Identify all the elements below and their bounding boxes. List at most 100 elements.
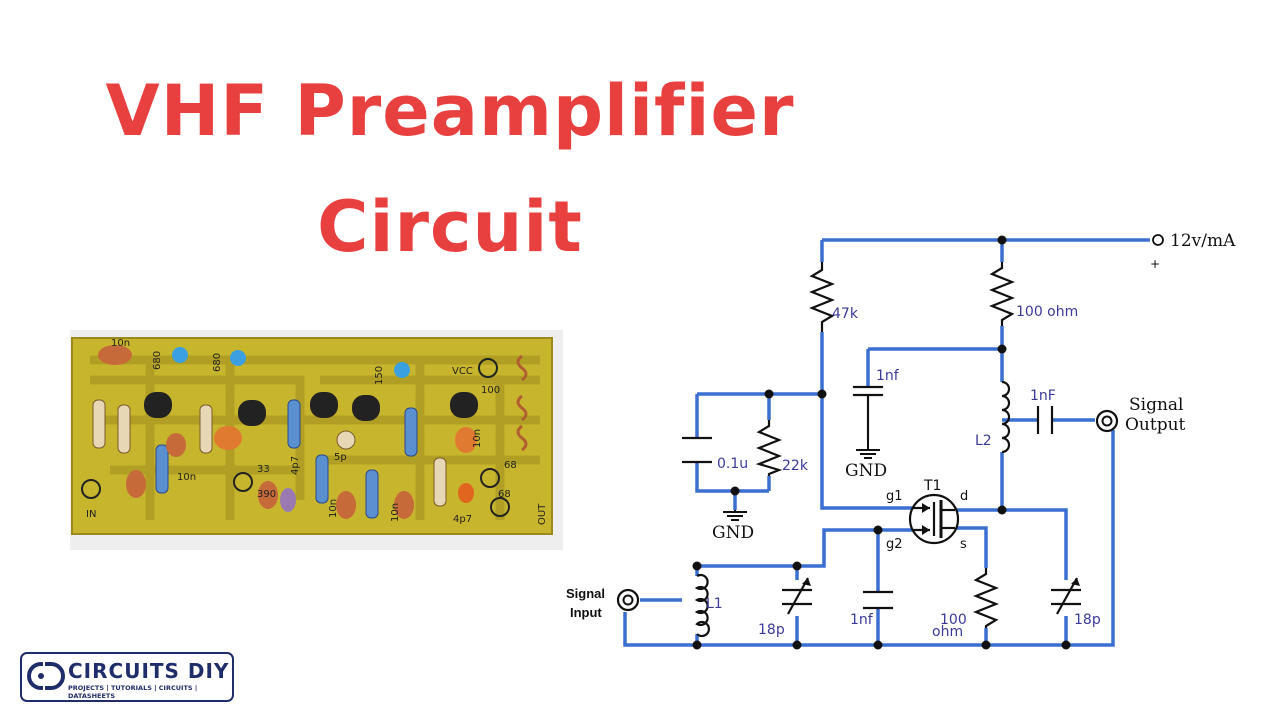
silk-text: 150 bbox=[374, 366, 385, 385]
transistor-T1 bbox=[908, 493, 960, 545]
transistor-1 bbox=[144, 392, 172, 418]
gnd-label-1: GND bbox=[845, 461, 887, 481]
label-ohm: ohm bbox=[932, 624, 963, 640]
label-L2: L2 bbox=[975, 433, 992, 449]
pcb-silkscreen: 10n 680 680 150 VCC 100 10n 10n 33 390 4… bbox=[86, 338, 548, 525]
resistor bbox=[155, 444, 169, 494]
schematic-connectors bbox=[616, 234, 1164, 612]
silk-text: 5p bbox=[334, 452, 347, 463]
resistor-100 bbox=[973, 568, 999, 628]
output-label-1: Signal bbox=[1129, 395, 1184, 415]
label-1nF: 1nF bbox=[1030, 388, 1056, 404]
input-label-1: Signal bbox=[566, 586, 605, 601]
pcb-coil bbox=[516, 354, 528, 452]
label-47k: 47k bbox=[832, 306, 859, 322]
label-18p-out: 18p bbox=[1074, 612, 1101, 628]
label-18p-in: 18p bbox=[758, 622, 785, 638]
inductor-L1 bbox=[694, 573, 710, 638]
schematic-resistors bbox=[755, 262, 1015, 628]
silk-text: OUT bbox=[537, 503, 548, 525]
silk-text: 4p7 bbox=[453, 514, 472, 525]
circuits-diy-logo[interactable]: CIRCUITS DIY PROJECTS | TUTORIALS | CIRC… bbox=[20, 652, 234, 702]
gnd-label-2: GND bbox=[712, 523, 754, 543]
label-1nf: 1nf bbox=[876, 368, 900, 384]
trim-arrows bbox=[802, 578, 1080, 586]
logo-cd-icon bbox=[27, 662, 65, 690]
logo-name: CIRCUITS DIY bbox=[68, 659, 230, 683]
label-L1: L1 bbox=[706, 596, 723, 612]
cap-ceramic bbox=[336, 491, 356, 519]
pad-in bbox=[81, 479, 101, 499]
transistor-4 bbox=[352, 395, 380, 421]
schematic-wires bbox=[623, 238, 1150, 647]
logo-tagline: PROJECTS | TUTORIALS | CIRCUITS | DATASH… bbox=[68, 684, 198, 700]
resistor bbox=[365, 469, 379, 519]
plus-label: + bbox=[1150, 257, 1160, 271]
silk-text: 33 bbox=[257, 464, 270, 475]
cap-ceramic bbox=[258, 481, 278, 509]
cap-ceramic bbox=[166, 433, 186, 457]
cap-ceramic bbox=[126, 470, 146, 498]
supply-label: 12v/mA bbox=[1170, 231, 1236, 251]
silk-text: 4p7 bbox=[290, 456, 301, 475]
inductor-L2 bbox=[1001, 380, 1011, 454]
cap-ceramic bbox=[280, 488, 296, 512]
cap-ceramic bbox=[98, 345, 132, 365]
transistor-5 bbox=[450, 392, 478, 418]
silk-text: 680 bbox=[152, 351, 163, 370]
pad bbox=[490, 497, 510, 517]
schematic-grounds bbox=[723, 440, 880, 521]
label-100ohm: 100 ohm bbox=[1016, 304, 1078, 320]
cap-ceramic bbox=[394, 491, 414, 519]
silk-text: VCC bbox=[452, 366, 473, 377]
cap-blue bbox=[394, 362, 410, 378]
label-1nf-source: 1nf bbox=[850, 612, 874, 628]
supply-terminal bbox=[1152, 234, 1164, 246]
input-label-2: Input bbox=[570, 605, 602, 620]
silk-text: 68 bbox=[504, 460, 517, 471]
resistor bbox=[199, 404, 213, 454]
cap-blue bbox=[230, 350, 246, 366]
silk-text: 100 bbox=[481, 385, 500, 396]
junction-dots bbox=[692, 235, 1071, 650]
pcb-components bbox=[81, 345, 528, 519]
label-0.1u: 0.1u bbox=[717, 456, 748, 472]
transistor-3 bbox=[310, 392, 338, 418]
silk-text: 10n bbox=[177, 472, 196, 483]
silk-text: 10n bbox=[328, 499, 339, 518]
label-22k: 22k bbox=[782, 458, 809, 474]
page-title-line2: Circuit bbox=[317, 186, 583, 268]
resistor bbox=[433, 457, 447, 507]
silk-text: 10n bbox=[111, 338, 130, 349]
cap-blue bbox=[172, 347, 188, 363]
pcb-photo: 10n 680 680 150 VCC 100 10n 10n 33 390 4… bbox=[70, 330, 563, 550]
pad bbox=[480, 468, 500, 488]
schematic-inductors bbox=[694, 380, 1011, 638]
resistor-47k bbox=[809, 262, 835, 332]
label-d: d bbox=[960, 489, 968, 504]
silk-text: 10n bbox=[390, 503, 401, 522]
output-label-2: Output bbox=[1125, 415, 1186, 435]
label-g1: g1 bbox=[886, 489, 903, 504]
label-T1: T1 bbox=[923, 478, 941, 494]
silk-text: 390 bbox=[257, 489, 276, 500]
silk-text: 10n bbox=[472, 429, 483, 448]
resistor bbox=[315, 454, 329, 504]
resistor bbox=[117, 404, 131, 454]
resistor-22k bbox=[755, 420, 783, 476]
pad bbox=[478, 358, 498, 378]
cap-trim bbox=[336, 430, 356, 450]
page-title-line1: VHF Preamplifier bbox=[105, 70, 795, 152]
silk-text: 68 bbox=[498, 489, 511, 500]
label-s: s bbox=[960, 537, 967, 552]
silk-text: IN bbox=[86, 509, 96, 520]
cap-ceramic bbox=[214, 426, 242, 450]
silk-text: 680 bbox=[212, 353, 223, 372]
transistor-2 bbox=[238, 400, 266, 426]
label-g2: g2 bbox=[886, 537, 903, 552]
pad bbox=[233, 472, 253, 492]
cap-ceramic bbox=[455, 427, 477, 453]
label-100: 100 bbox=[940, 612, 967, 628]
resistor bbox=[92, 399, 106, 449]
